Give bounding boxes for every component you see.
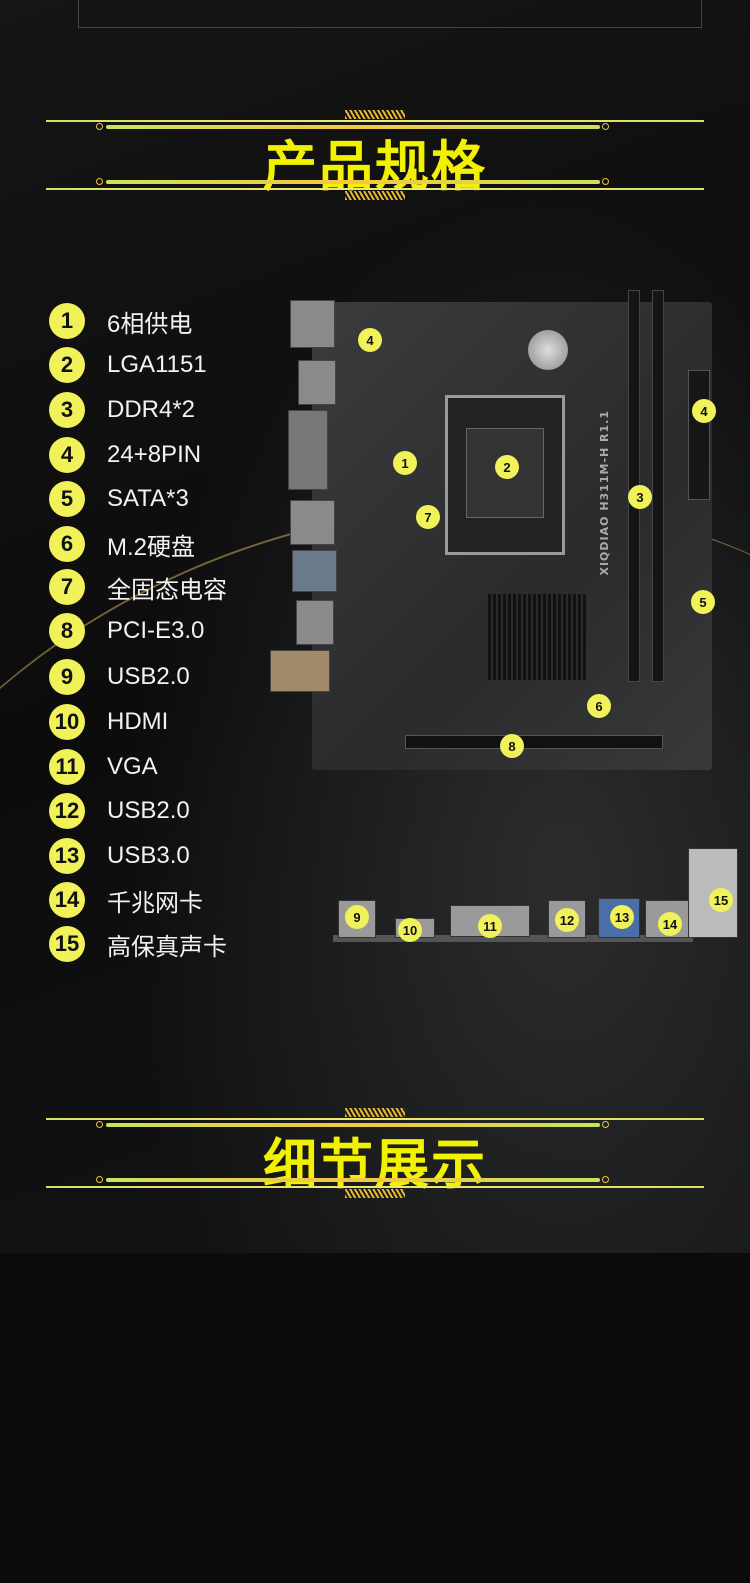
spec-number-badge: 2 <box>49 347 85 383</box>
spec-number-badge: 9 <box>49 659 85 695</box>
spec-label: USB2.0 <box>107 797 190 824</box>
details-header: 细节展示 <box>0 1098 750 1198</box>
callout-badge: 5 <box>691 590 715 614</box>
board-model-label: XIQDIAO H311M-H R1.1 <box>598 410 611 576</box>
callout-badge: 8 <box>500 734 524 758</box>
spec-number-badge: 6 <box>49 526 85 562</box>
spec-item: 6 M.2硬盘 <box>49 526 195 562</box>
spec-item: 15 高保真声卡 <box>49 926 227 962</box>
callout-badge: 2 <box>495 455 519 479</box>
details-title: 细节展示 <box>263 1133 487 1196</box>
spec-item: 12 USB2.0 <box>49 793 190 829</box>
callout-badge: 11 <box>478 914 502 938</box>
spec-label: LGA1151 <box>107 351 207 378</box>
callout-badge: 15 <box>709 888 733 912</box>
callout-badge: 4 <box>692 399 716 423</box>
spec-item: 2 LGA1151 <box>49 347 207 383</box>
spec-item: 14 千兆网卡 <box>49 882 203 918</box>
callout-badge: 4 <box>358 328 382 352</box>
specs-title: 产品规格 <box>263 135 487 198</box>
spec-number-badge: 3 <box>49 392 85 428</box>
callout-badge: 7 <box>416 505 440 529</box>
spec-label: 6相供电 <box>107 310 193 338</box>
callout-badge: 3 <box>628 485 652 509</box>
callout-badge: 6 <box>587 694 611 718</box>
spec-label: SATA*3 <box>107 485 189 512</box>
callout-badge: 14 <box>658 912 682 936</box>
spec-label: USB2.0 <box>107 663 190 690</box>
spec-item: 9 USB2.0 <box>49 659 190 695</box>
spec-item: 10 HDMI <box>49 704 168 740</box>
spec-item: 1 6相供电 <box>49 303 192 339</box>
spec-label: HDMI <box>107 708 169 735</box>
spec-item: 13 USB3.0 <box>49 838 190 874</box>
spec-number-badge: 13 <box>49 838 85 874</box>
spec-item: 8 PCI-E3.0 <box>49 613 204 649</box>
spec-number-badge: 4 <box>49 437 85 473</box>
callout-badge: 9 <box>345 905 369 929</box>
specs-header: 产品规格 <box>0 100 750 200</box>
spec-number-badge: 15 <box>49 926 85 962</box>
spec-label: 24+8PIN <box>107 441 202 468</box>
callout-badge: 12 <box>555 908 579 932</box>
spec-item: 11 VGA <box>49 749 158 785</box>
spec-number-badge: 11 <box>49 749 85 785</box>
spec-label: 千兆网卡 <box>107 889 203 917</box>
spec-number-badge: 8 <box>49 613 85 649</box>
spec-label: 高保真声卡 <box>107 933 227 961</box>
spec-item: 4 24+8PIN <box>49 437 201 473</box>
spec-label: VGA <box>107 753 158 780</box>
spec-number-badge: 5 <box>49 481 85 517</box>
spec-item: 7 全固态电容 <box>49 569 227 605</box>
spec-label: USB3.0 <box>107 842 190 869</box>
spec-number-badge: 12 <box>49 793 85 829</box>
spec-number-badge: 14 <box>49 882 85 918</box>
spec-label: PCI-E3.0 <box>107 617 205 644</box>
spec-number-badge: 1 <box>49 303 85 339</box>
spec-label: DDR4*2 <box>107 396 196 423</box>
spec-label: M.2硬盘 <box>107 533 196 561</box>
top-frame <box>78 0 702 28</box>
spec-item: 3 DDR4*2 <box>49 392 195 428</box>
spec-number-badge: 7 <box>49 569 85 605</box>
callout-badge: 10 <box>398 918 422 942</box>
spec-number-badge: 10 <box>49 704 85 740</box>
spec-item: 5 SATA*3 <box>49 481 189 517</box>
callout-badge: 13 <box>610 905 634 929</box>
spec-label: 全固态电容 <box>107 576 227 604</box>
callout-badge: 1 <box>393 451 417 475</box>
